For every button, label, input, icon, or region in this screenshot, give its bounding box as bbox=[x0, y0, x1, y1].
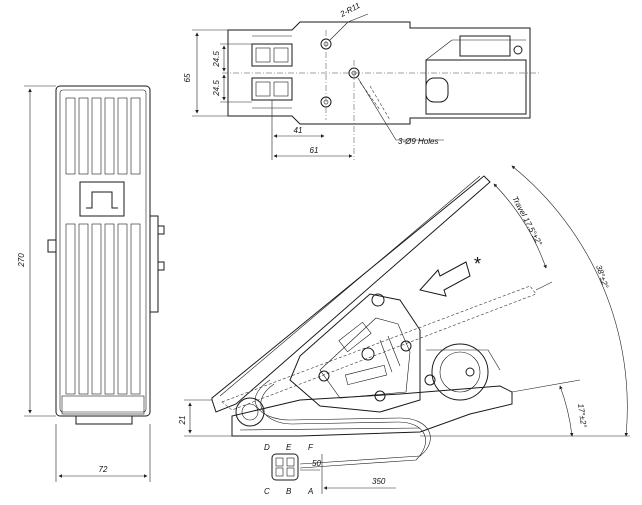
top-view-outline bbox=[227, 21, 531, 125]
front-view-outline bbox=[55, 85, 151, 417]
mechanism bbox=[289, 293, 436, 413]
pedal-rest bbox=[211, 175, 491, 413]
radius-label: 2-R11 bbox=[338, 1, 362, 19]
pin-c-label: C bbox=[264, 487, 270, 496]
cable bbox=[255, 379, 431, 465]
angle-38-label: 38°±2° bbox=[594, 264, 610, 290]
dim-height-top: 65 bbox=[183, 73, 192, 82]
pin-d-label: D bbox=[264, 443, 270, 452]
dim-350: 350 bbox=[372, 477, 386, 486]
dim-61: 61 bbox=[310, 146, 319, 155]
travel-label: Travel 17.5°±2° bbox=[510, 195, 544, 248]
dim-41: 41 bbox=[294, 126, 303, 135]
front-view: 270 72 bbox=[17, 85, 165, 482]
dim-height-front: 270 bbox=[17, 253, 26, 268]
holes-label: 3-Ø9 Holes bbox=[398, 137, 438, 146]
pin-e-label: E bbox=[286, 443, 292, 452]
press-direction-arrow bbox=[419, 261, 471, 297]
dim-width-front: 72 bbox=[99, 465, 108, 474]
dim-21: 21 bbox=[178, 416, 187, 426]
top-view-pad-lower bbox=[251, 77, 293, 101]
angle-arc-17 bbox=[559, 385, 574, 437]
dim-50: 50 bbox=[312, 459, 321, 468]
brand-logo bbox=[79, 181, 125, 217]
dim-pitch-upper: 24.5 bbox=[212, 51, 221, 68]
side-view: * D E F C B A 21 50 350 bbox=[178, 165, 630, 496]
pin-a-label: A bbox=[307, 487, 313, 496]
return-spring-wheel bbox=[426, 343, 501, 401]
pivot-roller bbox=[235, 397, 265, 427]
top-view-pedal-area bbox=[425, 59, 527, 115]
pin-b-label: B bbox=[286, 487, 292, 496]
top-view-pad-upper bbox=[251, 43, 293, 67]
pin-f-label: F bbox=[308, 443, 314, 452]
angle-arc-38 bbox=[511, 165, 629, 437]
connector: D E F C B A bbox=[264, 443, 314, 496]
angle-17-label: 17°±2° bbox=[576, 403, 588, 429]
angle-arc-travel bbox=[493, 183, 547, 269]
top-view: 2-R11 65 24.5 24.5 41 61 3-Ø9 Holes bbox=[183, 1, 540, 160]
pedal-ribs bbox=[65, 97, 141, 395]
asterisk: * bbox=[474, 254, 481, 274]
dim-pitch-lower: 24.5 bbox=[212, 80, 221, 97]
